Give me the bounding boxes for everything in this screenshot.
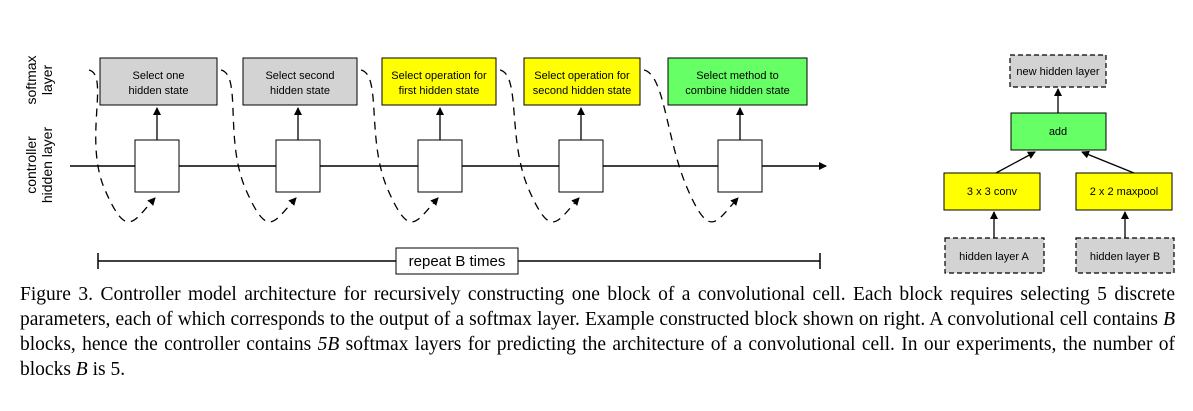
- hidden-cell: [417, 139, 463, 193]
- conv-op-label: 3 x 3 conv: [967, 186, 1018, 198]
- softmax-box-label-line1: Select method to: [696, 70, 779, 82]
- softmax-box-label-line1: Select operation for: [534, 70, 630, 82]
- maxpool-op-box: [1075, 172, 1173, 211]
- softmax-layer-label-line1: softmax: [23, 55, 39, 104]
- softmax-box: [242, 57, 358, 106]
- controller-label-line2: hidden layer: [39, 127, 55, 204]
- feedback-dashed-arrow: [499, 69, 580, 223]
- softmax-box: [99, 57, 218, 106]
- softmax-box: [381, 57, 497, 106]
- example-block: new hidden layer add 3 x 3 conv 2 x 2 ma…: [943, 54, 1175, 274]
- controller-diagram: softmax layer controller hidden layer Se…: [23, 54, 1175, 275]
- caption-var-b: B: [1163, 309, 1175, 330]
- controller-step: Select method to combine hidden state: [643, 57, 808, 223]
- softmax-box-label-line2: second hidden state: [533, 85, 631, 97]
- softmax-box-label-line1: Select operation for: [391, 70, 487, 82]
- hidden-cell: [134, 139, 180, 193]
- softmax-layer-label-line2: layer: [39, 64, 55, 95]
- caption-text-1: Controller model architecture for recurs…: [20, 284, 1175, 330]
- controller-step: Select operation for second hidden state: [499, 57, 641, 223]
- softmax-box-label-line2: first hidden state: [399, 85, 480, 97]
- feedback-dashed-arrow: [643, 69, 739, 223]
- softmax-box: [667, 57, 808, 106]
- controller-step: Select operation for first hidden state: [360, 57, 497, 223]
- controller-step: Select second hidden state: [220, 57, 358, 223]
- softmax-box-label-line2: hidden state: [129, 85, 189, 97]
- controller-steps: Select one hidden state Select second hidde…: [88, 57, 808, 223]
- maxpool-op-label: 2 x 2 maxpool: [1090, 186, 1158, 198]
- softmax-box: [523, 57, 641, 106]
- softmax-box-label-line1: Select one: [133, 70, 185, 82]
- hidden-cell: [558, 139, 604, 193]
- caption-figure-label: Figure 3.: [20, 284, 93, 305]
- hidden-layer-a-box: [944, 237, 1045, 274]
- controller-step: Select one hidden state: [88, 57, 218, 223]
- add-label: add: [1049, 126, 1067, 138]
- hidden-cell: [275, 139, 321, 193]
- feedback-dashed-arrow: [88, 69, 156, 223]
- hidden-cell: [717, 139, 763, 193]
- caption-text-4: is 5.: [92, 359, 126, 380]
- caption-var-5b: 5B: [317, 334, 340, 355]
- softmax-box-label-line2: hidden state: [270, 85, 330, 97]
- hidden-layer-b-box: [1075, 237, 1175, 274]
- conv-to-add-arrow: [995, 151, 1036, 174]
- hidden-layer-b-label: hidden layer B: [1090, 251, 1160, 263]
- repeat-label-box: [395, 247, 519, 275]
- hidden-layer-a-label: hidden layer A: [959, 251, 1029, 263]
- conv-op-box: [943, 172, 1041, 211]
- add-box: [1010, 112, 1107, 151]
- caption-text-3: softmax layers for predicting the archit…: [20, 334, 1176, 380]
- new-hidden-layer-label: new hidden layer: [1016, 66, 1100, 78]
- maxpool-to-add-arrow: [1081, 150, 1135, 174]
- controller-label-line1: controller: [23, 136, 39, 194]
- softmax-box-label-line2: combine hidden state: [685, 85, 790, 97]
- figure-caption: Figure 3. Controller model architecture …: [20, 282, 1175, 382]
- new-hidden-layer-box: [1009, 54, 1107, 88]
- softmax-box-label-line1: Select second: [265, 70, 334, 82]
- caption-var-b-2: B: [75, 359, 88, 380]
- repeat-label: repeat B times: [409, 253, 506, 270]
- caption-text-2: blocks, hence the controller contains: [20, 334, 312, 355]
